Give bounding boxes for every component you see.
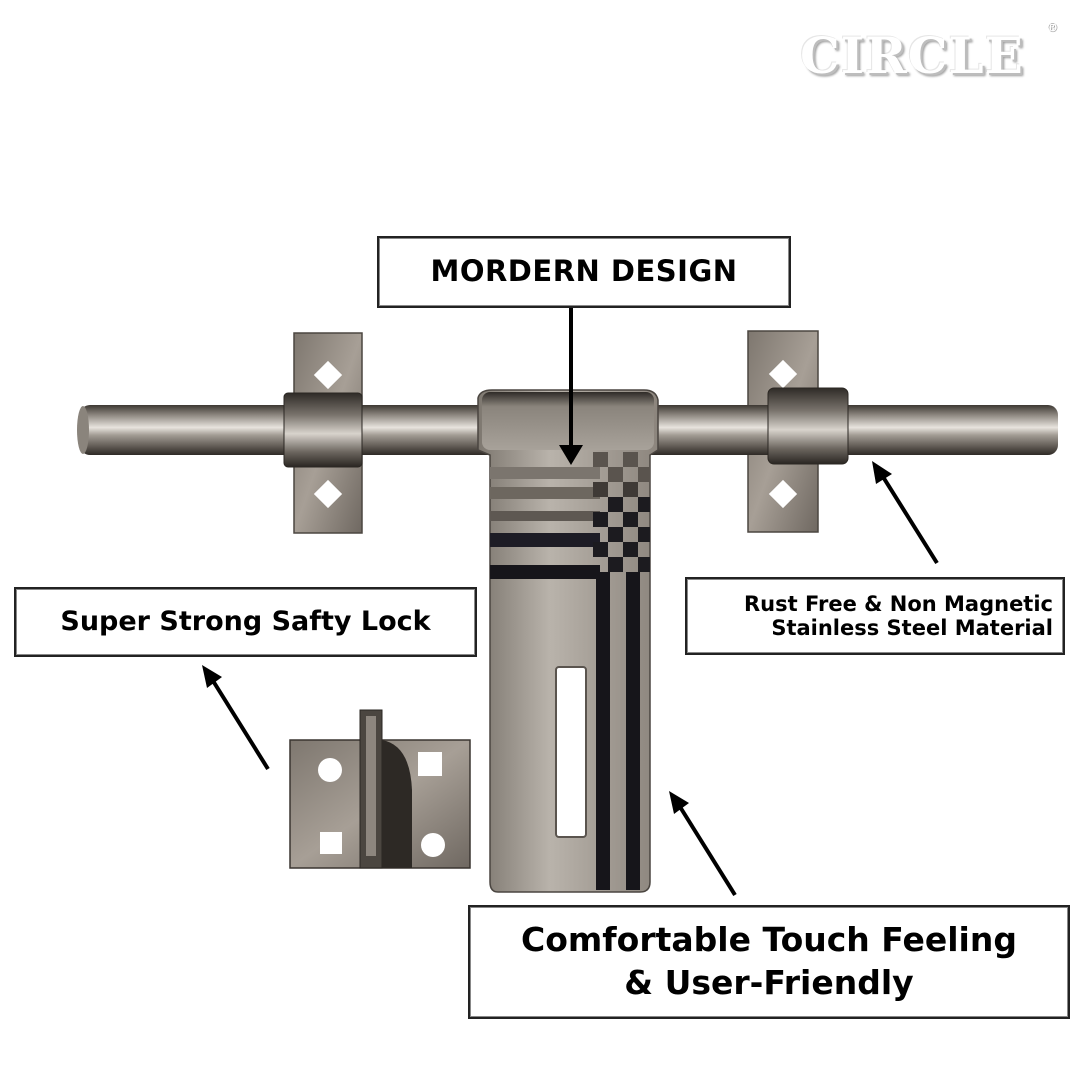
callout-safety-lock: Super Strong Safty Lock [14, 587, 477, 657]
padlock-staple [289, 709, 471, 869]
checker-pattern [593, 452, 650, 572]
brand-logo-text: CIRCLE [800, 26, 1024, 85]
callout-arrows [208, 308, 939, 897]
callout-safety-lock-text: Super Strong Safty Lock [60, 606, 431, 638]
arrow-heads [202, 445, 892, 814]
arrow-comfort [675, 800, 737, 897]
registered-mark: ® [1046, 20, 1059, 34]
left-rod-sleeve [283, 392, 363, 468]
callout-rust-free: Rust Free & Non Magnetic Stainless Steel… [685, 577, 1065, 655]
callout-rust-free-line2: Stainless Steel Material [771, 616, 1053, 640]
callout-comfort: Comfortable Touch Feeling & User-Friendl… [468, 905, 1070, 1019]
arrow-safety-lock [208, 674, 270, 771]
callout-rust-free-line1: Rust Free & Non Magnetic [744, 591, 1053, 616]
hasp-plate [477, 389, 659, 893]
right-rod-sleeve [767, 387, 849, 465]
callout-comfort-line1: Comfortable Touch Feeling [521, 920, 1017, 960]
arrow-rust-free [878, 470, 939, 565]
brand-logo: CIRCLE ® [800, 20, 1060, 86]
callout-modern-design: MORDERN DESIGN [377, 236, 791, 308]
callout-comfort-line2: & User-Friendly [624, 963, 914, 1002]
callout-modern-design-text: MORDERN DESIGN [430, 254, 738, 289]
